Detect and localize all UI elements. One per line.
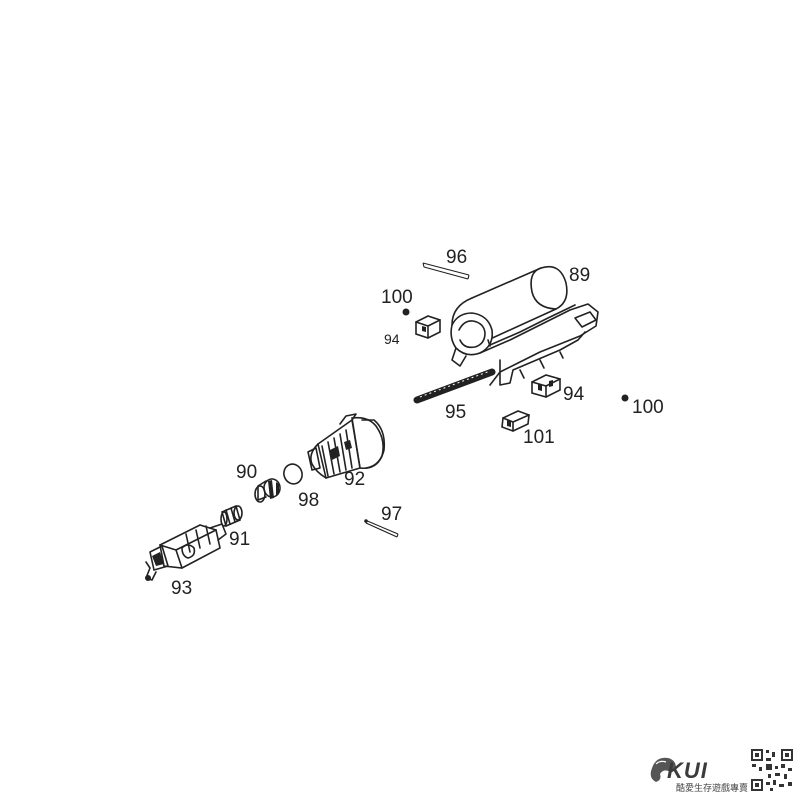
- part-90-spring-cylinder: [254, 478, 281, 503]
- label-part-89: 89: [569, 265, 590, 286]
- part-101-clip: [501, 410, 530, 432]
- label-part-92: 92: [344, 469, 365, 490]
- part-94-block-right: [531, 374, 561, 398]
- part-100-ball-left: [402, 308, 410, 316]
- part-94-block-left: [415, 315, 441, 339]
- label-part-94-left: 94: [384, 331, 400, 347]
- part-89-cylinder-housing: [450, 265, 599, 386]
- bird-logo-icon: [650, 757, 676, 782]
- part-100-ball-right: [621, 394, 629, 402]
- label-part-96: 96: [446, 247, 467, 268]
- part-97-pin: [364, 519, 399, 538]
- label-part-100-right: 100: [632, 397, 664, 418]
- label-part-101: 101: [523, 427, 555, 448]
- part-93-nozzle-assembly: [145, 523, 227, 581]
- label-part-94-right: 94: [563, 384, 585, 405]
- label-part-98: 98: [298, 490, 319, 511]
- part-96-pin: [422, 262, 470, 280]
- part-92-nozzle-housing: [307, 413, 386, 479]
- qr-code-icon: [750, 748, 794, 792]
- label-part-90: 90: [236, 462, 257, 483]
- label-part-95: 95: [445, 402, 466, 423]
- part-98-o-ring: [283, 463, 303, 485]
- part-95-spring: [413, 368, 496, 404]
- part-91-cylinder-piece: [220, 504, 243, 528]
- brand-logo-text: KUI: [667, 758, 708, 783]
- label-part-91: 91: [229, 529, 250, 550]
- label-part-97: 97: [381, 504, 402, 525]
- brand-tagline: 酷愛生存遊戲專賣: [676, 783, 749, 793]
- label-part-100-left: 100: [381, 287, 413, 308]
- label-part-93: 93: [171, 578, 192, 599]
